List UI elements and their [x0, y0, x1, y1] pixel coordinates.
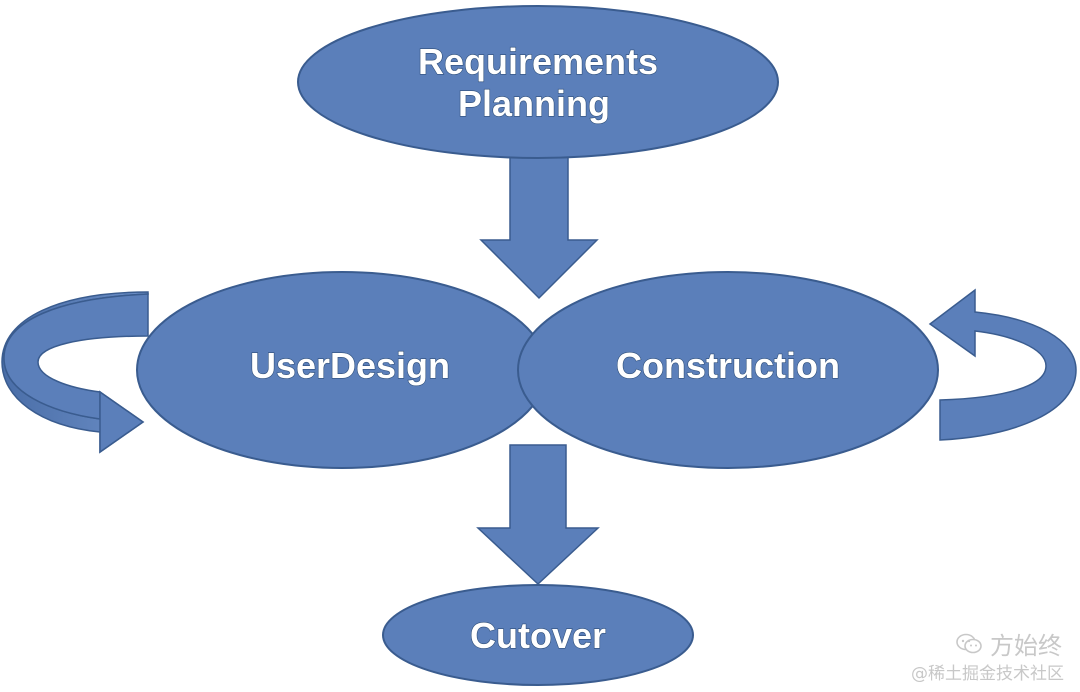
cutover-label: Cutover — [470, 615, 606, 656]
watermark-account-name: 方始终 — [990, 632, 1062, 660]
requirements-label-line1: Requirements — [418, 41, 658, 82]
watermark: 方始终 @稀土掘金技术社区 — [866, 626, 1066, 684]
node-user-design: UserDesign — [136, 271, 548, 469]
construction-label: Construction — [616, 345, 840, 386]
user-design-label: UserDesign — [250, 345, 450, 386]
node-construction: Construction — [517, 271, 939, 469]
node-requirements-planning: Requirements Planning — [297, 5, 779, 159]
requirements-label-line2: Planning — [458, 83, 610, 124]
watermark-community: @稀土掘金技术社区 — [911, 664, 1064, 684]
arrow-design-to-cutover — [476, 444, 600, 586]
wechat-icon — [956, 633, 982, 653]
loop-arrow-left — [1, 291, 149, 454]
loop-arrow-right — [928, 288, 1077, 441]
arrow-requirements-to-design — [479, 147, 599, 300]
node-cutover: Cutover — [382, 584, 694, 686]
watermark-account: 方始终 — [956, 626, 1062, 661]
